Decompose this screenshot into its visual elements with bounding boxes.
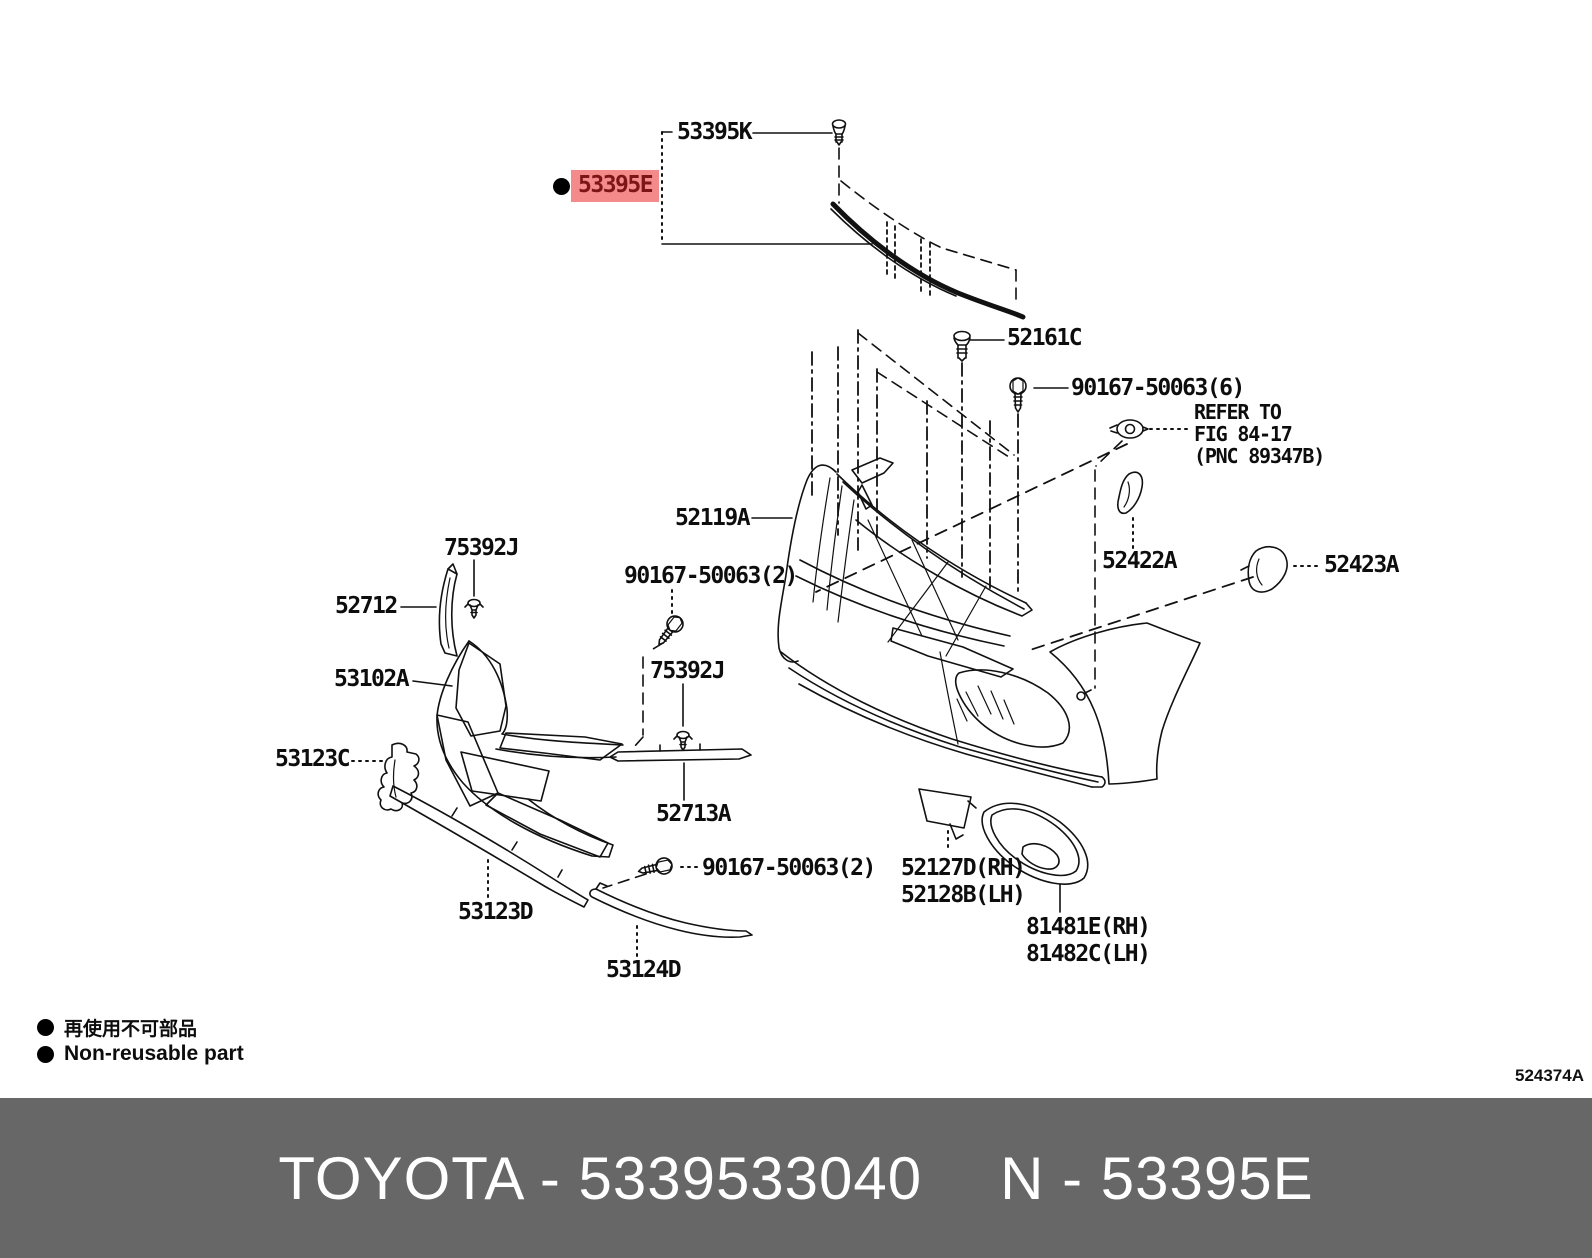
support-52423A-icon — [1240, 546, 1319, 593]
fog-lamp-cover-81481E-drawing — [981, 802, 1089, 913]
parts-diagram-drawing — [351, 119, 1319, 957]
part-label-75392J-lower[interactable]: 75392J — [650, 658, 726, 684]
part-label-52713A[interactable]: 52713A — [656, 801, 732, 827]
non-reusable-dot-icon — [37, 1019, 54, 1036]
part-label-53102A[interactable]: 53102A — [334, 666, 410, 692]
bracket-53123C-drawing — [351, 742, 420, 812]
part-label-52127D[interactable]: 52127D(RH) — [901, 855, 1026, 881]
part-label-53123D[interactable]: 53123D — [458, 899, 534, 925]
part-label-53123C[interactable]: 53123C — [275, 746, 351, 772]
screw-90167-2x-lower-icon — [602, 855, 698, 889]
hole-cover-52127D-drawing — [918, 788, 977, 851]
refer-note-line3: (PNC 89347B) — [1194, 444, 1325, 468]
part-label-53395K[interactable]: 53395K — [677, 119, 753, 145]
alignment-dashed-lines — [811, 329, 1254, 651]
hood-seal-drawing — [830, 180, 1026, 320]
molding-52713A-drawing — [609, 743, 752, 801]
part-label-52422A[interactable]: 52422A — [1102, 548, 1178, 574]
molding-53123D-drawing — [389, 785, 589, 908]
screw-90167-6x-icon — [1009, 377, 1069, 594]
refer-note-line1: REFER TO — [1194, 400, 1282, 424]
footer-part-code: N - 53395E — [1000, 1144, 1314, 1212]
part-label-53395E-highlighted[interactable]: 53395E — [571, 170, 660, 202]
refer-note-line2: FIG 84-17 — [1194, 422, 1293, 446]
legend-row-en: Non-reusable part — [37, 1042, 244, 1066]
part-label-52161C[interactable]: 52161C — [1007, 325, 1083, 351]
parts-diagram-stage: 53395K 53395E 52161C 90167-50063(6) REFE… — [37, 119, 1584, 1085]
grille-drawing — [412, 640, 624, 858]
part-label-52128B[interactable]: 52128B(LH) — [901, 882, 1026, 908]
part-label-90167-50063-6[interactable]: 90167-50063(6) — [1071, 375, 1245, 401]
part-label-81482C[interactable]: 81482C(LH) — [1026, 941, 1151, 967]
part-label-53124D[interactable]: 53124D — [606, 957, 682, 983]
bumper-cover-drawing — [751, 457, 1201, 788]
legend-jp-text: 再使用不可部品 — [64, 1018, 198, 1040]
bolt-52161C-icon — [953, 330, 1005, 578]
footer-bar: TOYOTA - 5339533040 N - 53395E — [0, 1098, 1592, 1258]
garnish-52712-drawing — [400, 563, 458, 657]
part-label-90167-50063-2-lower[interactable]: 90167-50063(2) — [702, 855, 876, 881]
part-label-75392J-upper[interactable]: 75392J — [444, 535, 520, 561]
part-label-52423A[interactable]: 52423A — [1324, 552, 1400, 578]
support-52422A-icon — [1117, 471, 1144, 549]
clip-75392J-icons — [464, 559, 693, 751]
footer-part-number: TOYOTA - 5339533040 — [278, 1144, 923, 1212]
seal-clip-screw-icon — [831, 119, 847, 204]
part-label-81481E[interactable]: 81481E(RH) — [1026, 914, 1151, 940]
part-label-52712[interactable]: 52712 — [335, 593, 398, 619]
molding-53124D-drawing — [589, 882, 753, 957]
legend-en-text: Non-reusable part — [64, 1042, 244, 1065]
part-label-52119A[interactable]: 52119A — [675, 505, 751, 531]
legend-row-jp: 再使用不可部品 — [37, 1014, 197, 1041]
screw-90167-2x-upper-icon — [633, 589, 688, 748]
non-reusable-dot-icon — [37, 1045, 54, 1063]
non-reusable-dot-icon — [553, 178, 570, 195]
figure-code: 524374A — [1514, 1066, 1584, 1085]
part-label-90167-50063-2-upper[interactable]: 90167-50063(2) — [624, 563, 798, 589]
